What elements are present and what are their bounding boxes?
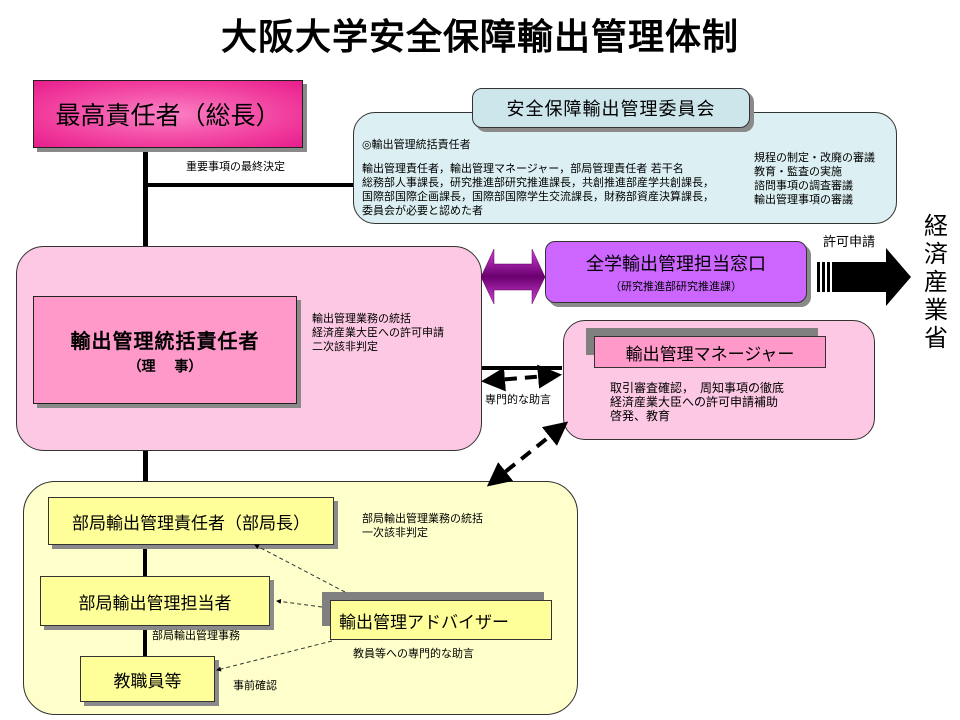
committee-duty: 教育・監査の実施 [754,165,842,178]
committee-member-line: 国際部国際企画課長，国際部国際学生交流課長，財務部資産決算課長， [362,190,714,203]
committee-chair: ◎輸出管理統括責任者 [362,138,471,151]
double-arrow-icon [480,248,546,305]
ministry-label: 経 済 産 業 省 [916,212,956,352]
president-label: 最高責任者（総長） [55,101,281,130]
permit-application-label: 許可申請 [823,235,876,250]
connector-chief-dept [143,450,148,482]
manager-duty: 取引審査確認， 周知事項の徹底 [610,381,785,395]
adviser-arrow-faculty [216,640,333,672]
connector-president-vertical [143,148,148,250]
dept-head-label: 部局輸出管理責任者（部局長） [72,513,310,534]
dept-head-box[interactable]: 部局輸出管理責任者（部局長） [48,497,334,545]
dept-head-duty: 部局輸出管理業務の統括 [362,512,483,525]
dept-staff-label: 部局輸出管理担当者 [78,593,232,614]
page-title: 大阪大学安全保障輸出管理体制 [220,17,739,58]
committee-title-box[interactable]: 安全保障輸出管理委員会 [472,88,750,128]
committee-member-line: 輸出管理責任者，輸出管理マネージャー，部局管理責任者 若干名 [362,162,684,175]
chief-duty: 経済産業大臣への許可申請 [312,326,444,339]
dept-staff-box[interactable]: 部局輸出管理担当者 [40,576,270,626]
committee-members: 輸出管理責任者，輸出管理マネージャー，部局管理責任者 若干名 総務部人事課長，研… [362,162,714,218]
adviser-note: 教員等への専門的な助言 [353,647,474,660]
chief-officer-duties: 輸出管理業務の統括 経済産業大臣への許可申請 二次該非判定 [312,312,444,354]
chief-officer-label: 輸出管理統括責任者 [70,328,260,353]
dept-head-duty: 一次該非判定 [362,526,428,539]
committee-duty: 諮問事項の調査審議 [754,179,853,192]
manager-duties: 取引審査確認， 周知事項の徹底 経済産業大臣への許可申請補助 啓発、教育 [610,381,784,423]
adviser-arrow-head [254,544,346,593]
ministry-char: 経 [924,212,948,240]
ministry-char: 省 [924,324,948,352]
manager-title-box[interactable]: 輸出管理マネージャー [594,336,826,368]
expert-advice-label: 専門的な助言 [485,393,551,406]
chief-duty: 輸出管理業務の統括 [312,312,411,325]
committee-member-line: 委員会が必要と認めた者 [362,204,483,217]
chief-officer-sub: （理 事） [127,358,203,375]
president-note: 重要事項の最終決定 [186,160,285,173]
permit-arrow-icon [817,248,911,306]
president-box[interactable]: 最高責任者（総長） [33,80,303,148]
manager-duty: 経済産業大臣への許可申請補助 [610,395,779,409]
dept-head-duties: 部局輸出管理業務の統括 一次該非判定 [362,512,483,540]
chief-duty: 二次該非判定 [312,340,378,353]
ministry-char: 業 [924,296,948,324]
ministry-char: 済 [924,240,948,268]
advice-arrow-horizontal [481,364,562,392]
committee-duty: 輸出管理事項の審議 [754,193,853,206]
manager-title: 輸出管理マネージャー [625,344,795,365]
ministry-char: 産 [924,268,948,296]
chief-officer-box[interactable]: 輸出管理統括責任者 （理 事） [33,296,297,404]
adviser-label: 輸出管理アドバイザー [339,612,509,633]
committee-member-line: 総務部人事課長，研究推進部研究推進課長，共創推進部産学共創課長， [362,176,714,189]
committee-duty: 規程の制定・改廃の審議 [754,151,875,164]
manager-duty: 啓発、教育 [610,409,671,423]
faculty-label: 教職員等 [113,671,182,692]
committee-title: 安全保障輸出管理委員会 [506,99,716,120]
faculty-box[interactable]: 教職員等 [80,656,215,702]
advice-arrow-diagonal [486,421,569,487]
adviser-arrow-staff [276,599,323,608]
export-window-box[interactable]: 全学輸出管理担当窓口 （研究推進部研究推進課） [545,241,807,303]
connector-president-committee [143,183,353,187]
adviser-box[interactable]: 輸出管理アドバイザー [330,600,552,640]
faculty-note: 事前確認 [233,679,277,692]
committee-duties: 規程の制定・改廃の審議 教育・監査の実施 諮問事項の調査審議 輸出管理事項の審議 [754,151,875,207]
export-window-sub: （研究推進部研究推進課） [610,280,742,293]
dept-staff-note: 部局輸出管理事務 [152,629,240,642]
export-window-label: 全学輸出管理担当窓口 [586,254,766,275]
